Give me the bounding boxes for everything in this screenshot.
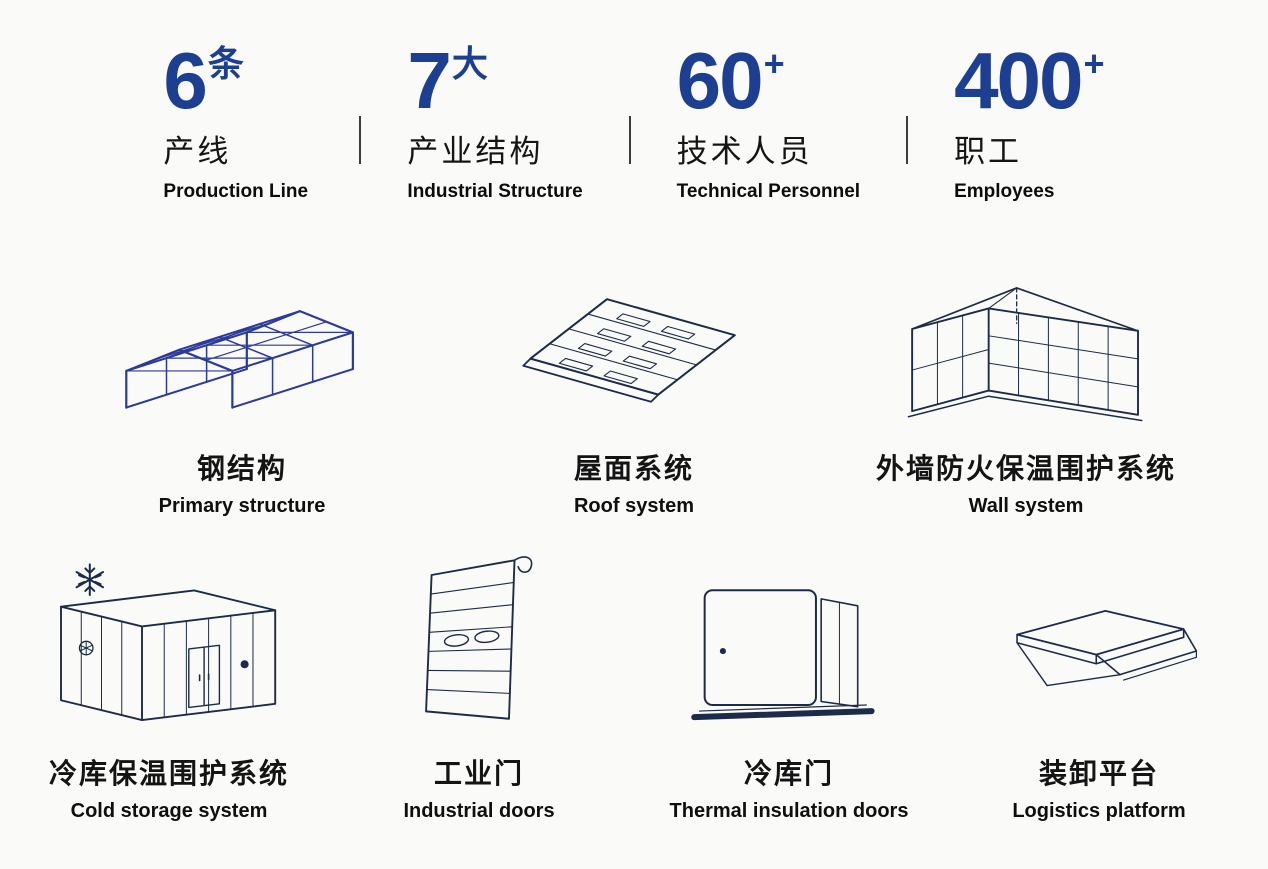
stat-industrial-structure: 7 大 产业结构 Industrial Structure (407, 36, 583, 203)
stat-label-zh: 产业结构 (407, 133, 544, 169)
stat-employees: 400 + 职工 Employees (954, 36, 1105, 203)
stat-unit: 条 (207, 43, 244, 84)
industrial-door-icon (415, 547, 544, 732)
roof-system-icon (508, 283, 760, 427)
stat-divider (359, 116, 362, 164)
cold-storage-icon (43, 556, 295, 732)
stat-number: 400 + (954, 36, 1105, 125)
stat-label-en: Technical Personnel (676, 180, 861, 202)
product-title-zh: 钢结构 (196, 452, 287, 484)
illustration-area (634, 544, 944, 736)
stat-value: 7 (407, 36, 451, 125)
thermal-door-icon (689, 571, 889, 732)
product-title-en: Logistics platform (1012, 799, 1186, 822)
stat-label-en: Production Line (163, 180, 309, 202)
stat-value: 60 (676, 36, 764, 125)
stat-number: 6 条 (163, 36, 313, 125)
product-row-bottom: 冷库保温围护系统 Cold storage system 工业门 Industr… (0, 544, 1268, 823)
stat-number: 60 + (676, 36, 860, 125)
stat-label-zh: 产线 (163, 133, 232, 169)
product-title-zh: 冷库门 (743, 757, 834, 789)
product-title-zh: 工业门 (433, 757, 524, 789)
stat-label-zh: 技术人员 (676, 133, 813, 169)
product-loading-platform: 装卸平台 Logistics platform (944, 544, 1254, 823)
product-roof-system: 屋面系统 Roof system (438, 233, 830, 518)
stat-value: 400 (954, 36, 1083, 125)
product-title-en: Cold storage system (70, 799, 268, 822)
product-title-en: Primary structure (158, 494, 326, 517)
illustration-area (438, 233, 830, 431)
product-title-en: Roof system (573, 494, 695, 517)
product-wall-system: 外墙防火保温围护系统 Wall system (830, 233, 1222, 518)
stat-unit: 大 (451, 43, 488, 84)
stat-number: 7 大 (407, 36, 582, 125)
illustration-area (14, 544, 324, 736)
stat-unit: + (763, 43, 785, 84)
product-title-zh: 屋面系统 (573, 452, 694, 484)
steel-structure-icon (107, 258, 377, 427)
product-steel-structure: 钢结构 Primary structure (46, 233, 438, 518)
product-title-en: Wall system (968, 494, 1084, 517)
product-thermal-door: 冷库门 Thermal insulation doors (634, 544, 944, 823)
illustration-area (46, 233, 438, 431)
stat-label-zh: 职工 (954, 133, 1023, 169)
snowflake-icon (77, 564, 103, 595)
stat-label-en: Industrial Structure (407, 180, 583, 202)
illustration-area (324, 544, 634, 736)
stat-divider (906, 116, 909, 164)
product-title-en: Thermal insulation doors (669, 799, 909, 822)
product-title-en: Industrial doors (403, 799, 555, 822)
stat-value: 6 (163, 36, 207, 125)
product-cold-storage: 冷库保温围护系统 Cold storage system (14, 544, 324, 823)
loading-platform-icon (994, 600, 1204, 732)
stat-unit: + (1083, 43, 1105, 84)
stat-production-line: 6 条 产线 Production Line (163, 36, 313, 203)
illustration-area (830, 233, 1222, 431)
product-row-top: 钢结构 Primary structure 屋面系统 Roof system (0, 233, 1268, 518)
illustration-area (944, 544, 1254, 736)
stat-divider (628, 116, 631, 164)
stats-row: 6 条 产线 Production Line 7 大 产业结构 Industri… (0, 0, 1268, 203)
product-title-zh: 冷库保温围护系统 (48, 757, 289, 789)
product-industrial-door: 工业门 Industrial doors (324, 544, 634, 823)
product-title-zh: 外墙防火保温围护系统 (875, 452, 1176, 484)
stat-technical-personnel: 60 + 技术人员 Technical Personnel (676, 36, 861, 203)
wall-system-icon (895, 273, 1157, 427)
company-infographic: 6 条 产线 Production Line 7 大 产业结构 Industri… (0, 0, 1268, 823)
product-title-zh: 装卸平台 (1038, 757, 1159, 789)
stat-label-en: Employees (954, 180, 1055, 202)
